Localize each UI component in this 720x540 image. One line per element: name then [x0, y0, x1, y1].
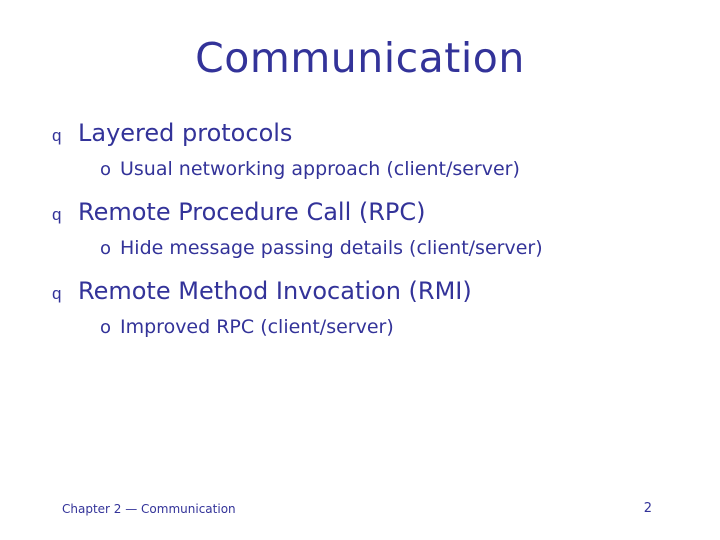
slide-body: q Layered protocols o Usual networking a…: [52, 118, 672, 355]
bullet-marker-icon: q: [52, 205, 62, 225]
sub-bullet-label: Improved RPC (client/server): [120, 315, 394, 338]
bullet-item-rpc: q Remote Procedure Call (RPC): [52, 197, 672, 228]
bullet-label: Layered protocols: [78, 119, 293, 147]
bullet-group-2: q Remote Procedure Call (RPC) o Hide mes…: [52, 197, 672, 260]
bullet-label: Remote Procedure Call (RPC): [78, 198, 426, 227]
bullet-item-rmi: q Remote Method Invocation (RMI): [52, 276, 672, 307]
sub-bullet-item-improved-rpc: o Improved RPC (client/server): [52, 315, 672, 339]
bullet-item-layered-protocols: q Layered protocols: [52, 118, 672, 149]
bullet-group-1: q Layered protocols o Usual networking a…: [52, 118, 672, 181]
slide-footer: Chapter 2 — Communication: [62, 502, 236, 516]
sub-bullet-label: Hide message passing details (client/ser…: [120, 236, 543, 259]
bullet-marker-icon: q: [52, 126, 62, 145]
sub-bullet-marker-icon: o: [100, 316, 112, 338]
bullet-group-3: q Remote Method Invocation (RMI) o Impro…: [52, 276, 672, 339]
bullet-label: Remote Method Invocation (RMI): [78, 277, 472, 306]
sub-bullet-item-hide-message-passing: o Hide message passing details (client/s…: [52, 236, 672, 260]
page-title: Communication: [195, 34, 525, 82]
sub-bullet-marker-icon: o: [100, 158, 112, 180]
page-number: 2: [643, 501, 652, 516]
bullet-marker-icon: q: [52, 284, 62, 304]
sub-bullet-item-usual-networking: o Usual networking approach (client/serv…: [52, 157, 672, 181]
sub-bullet-marker-icon: o: [100, 237, 112, 259]
sub-bullet-label: Usual networking approach (client/server…: [120, 157, 520, 180]
